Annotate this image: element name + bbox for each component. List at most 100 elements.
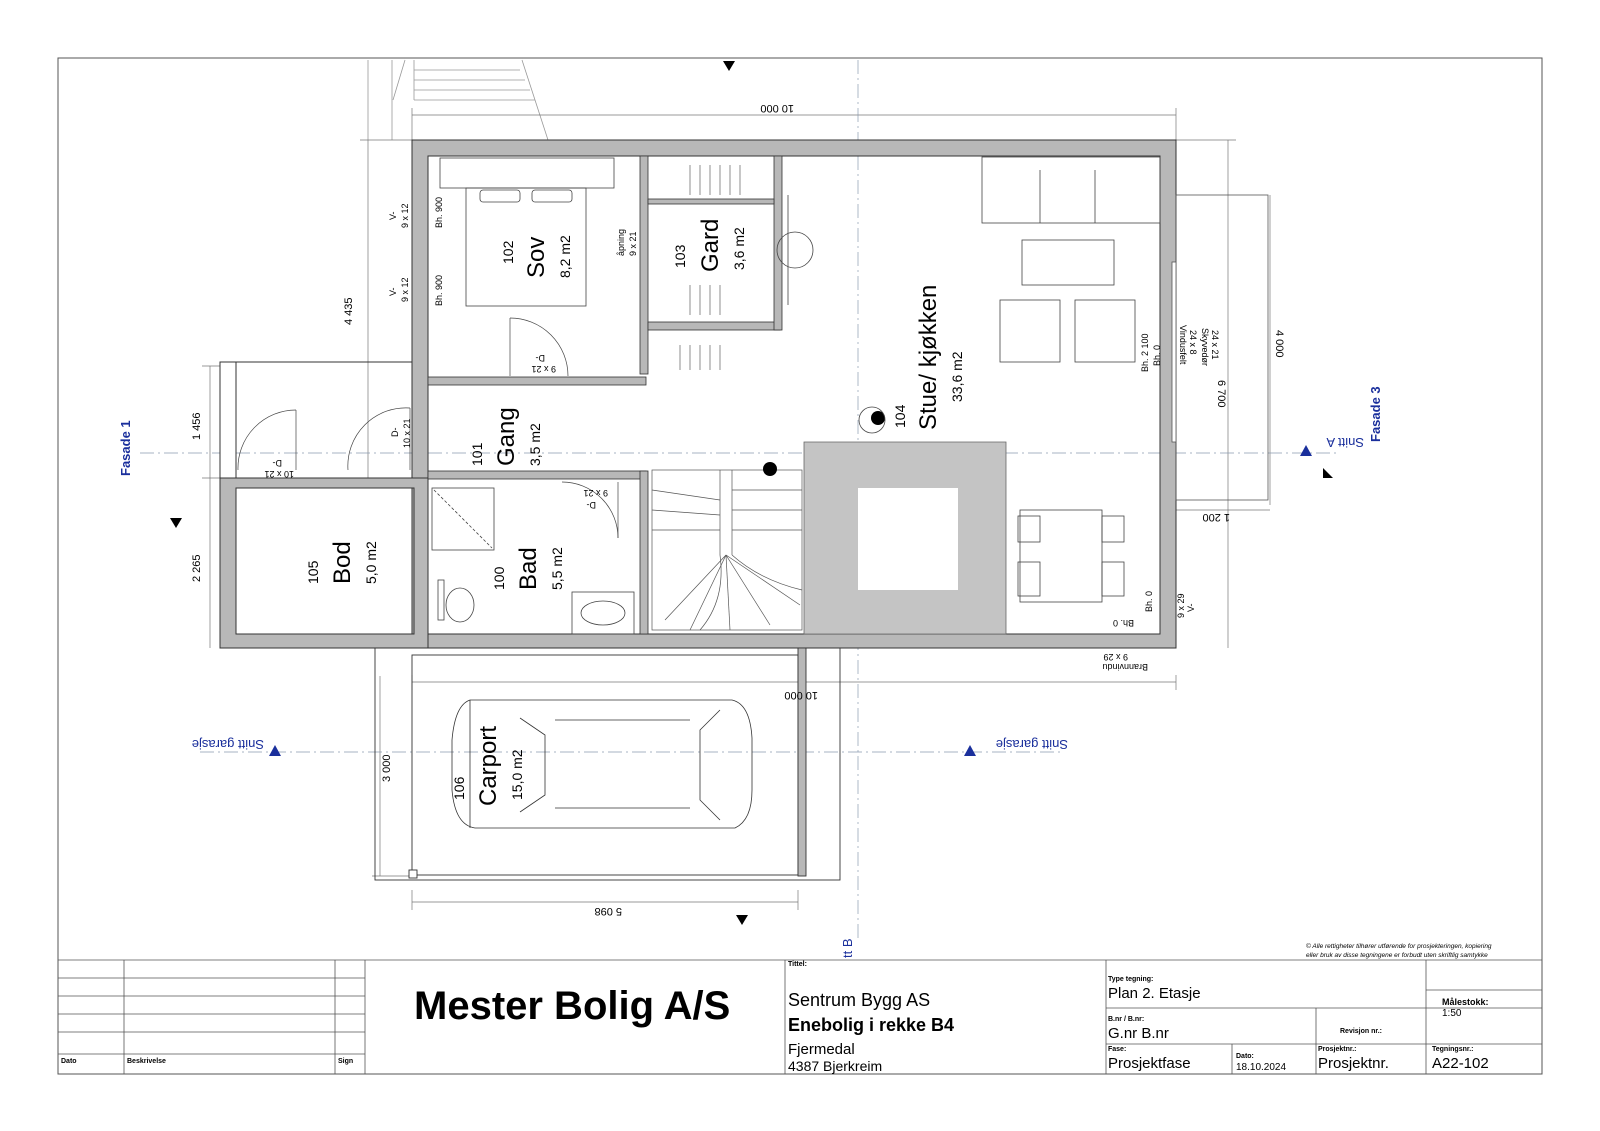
address: 4387 Bjerkreim [788, 1058, 883, 1074]
dim-balcony-depth: 1 200 [1202, 511, 1230, 523]
dim-left-lower: 2 265 [191, 554, 203, 582]
fase-value: Prosjektfase [1108, 1055, 1191, 1072]
section-labels: Fasade 1 Fasade 3 Snitt A tt B Snitt gar… [118, 386, 1383, 958]
bh-2100: Bh. 2 100 [1140, 333, 1150, 372]
tegningsnr-value: A22-102 [1432, 1055, 1489, 1072]
door-gang-label: D- [390, 428, 400, 438]
door-sov-label: D- [536, 353, 546, 363]
door-bod-size: 10 x 21 [264, 469, 294, 479]
stair-void [803, 441, 1007, 635]
tegningsnr-label: Tegningsnr.: [1432, 1046, 1474, 1053]
rev-header-description: Beskrivelse [127, 1058, 166, 1065]
room-105-area: 5,0 m2 [363, 541, 379, 584]
room-102-name: Sov [523, 237, 550, 278]
balcony [1171, 194, 1269, 501]
door-sov-size: 9 x 21 [531, 364, 556, 374]
snitt-b-label: tt B [840, 938, 855, 958]
window-2-label: V- [388, 287, 398, 296]
type-value: Plan 2. Etasje [1108, 985, 1201, 1002]
gnr-value: G.nr B.nr [1108, 1025, 1169, 1042]
dim-right-balcony: 4 000 [1273, 330, 1285, 358]
room-104-name: Stue/ kjøkken [915, 285, 942, 430]
door-swings [237, 317, 619, 539]
rev-header-sign: Sign [338, 1058, 354, 1065]
door-bad-size: 9 x 21 [583, 488, 608, 498]
bh-0c: Bh. 0 [1113, 618, 1134, 628]
bathroom-fixtures [431, 487, 635, 635]
dim-left-upper: 4 435 [343, 297, 355, 325]
bh-0b: Bh. 0 [1144, 591, 1154, 612]
window-2-bh: Bh. 900 [434, 275, 444, 306]
room-100-number: 100 [491, 566, 507, 590]
room-100-name: Bad [515, 547, 542, 590]
room-106-area: 15,0 m2 [509, 749, 525, 800]
snitt-garasje-arrow-icon [269, 745, 281, 756]
v-right-label: V- [1186, 603, 1196, 612]
bed [439, 157, 615, 307]
room-102-number: 102 [500, 240, 516, 264]
window-1-size: 9 x 12 [400, 203, 410, 228]
stairs [651, 469, 803, 631]
interior-walls [427, 155, 783, 635]
snitt-a-arrow-icon [1300, 445, 1312, 456]
room-102-area: 8,2 m2 [557, 235, 573, 278]
room-105-name: Bod [329, 541, 356, 584]
dimension-labels: 10 000 10 000 5 098 3 000 4 435 1 456 2 … [191, 102, 1285, 917]
client-name: Sentrum Bygg AS [788, 990, 931, 1010]
fase-label: Fase: [1108, 1046, 1127, 1053]
gnr-label: B.nr / B.nr: [1108, 1016, 1145, 1023]
room-104-number: 104 [892, 404, 908, 428]
opening-annotations: V- 9 x 12 Bh. 900 V- 9 x 12 Bh. 900 åpni… [264, 197, 1220, 672]
room-101-area: 3,5 m2 [527, 423, 543, 466]
column-symbol [858, 406, 886, 434]
prosjektnr-value: Prosjektnr. [1318, 1055, 1389, 1072]
point-marker [763, 462, 777, 476]
copyright-note: © Alle rettigheter tilhører utførende fo… [1306, 942, 1492, 959]
malestokk-value: 1:50 [1442, 1008, 1462, 1019]
fasade-3-label: Fasade 3 [1368, 386, 1383, 442]
dim-left-mid: 1 456 [191, 412, 203, 440]
dim-right-total: 6 700 [1215, 380, 1227, 408]
dim-bottom: 10 000 [784, 689, 818, 701]
place: Fjermedal [788, 1041, 855, 1058]
skyvedor-size: 24 x 21 [1210, 330, 1220, 360]
outdoor-stairs [367, 59, 549, 141]
copyright-line-1: © Alle rettigheter tilhører utførende fo… [1306, 942, 1492, 950]
window-1-bh: Bh. 900 [434, 197, 444, 228]
vindusfelt-size: 24 x 8 [1188, 330, 1198, 355]
dim-carport-width: 5 098 [594, 905, 622, 917]
rev-header-date: Dato [61, 1058, 77, 1065]
bh-0a: Bh. 0 [1152, 345, 1162, 366]
room-101-number: 101 [469, 442, 485, 466]
dato-label: Dato: [1236, 1053, 1254, 1060]
room-100-area: 5,5 m2 [549, 547, 565, 590]
fasade-1-label: Fasade 1 [118, 420, 133, 476]
tittel-label: Tittel: [788, 961, 807, 968]
copyright-line-2: eller bruk av disse tegningene er forbud… [1306, 952, 1488, 959]
door-bad-label: D- [587, 500, 597, 510]
snitt-a-label: Snitt A [1326, 435, 1364, 450]
room-104-area: 33,6 m2 [949, 351, 965, 402]
room-103-number: 103 [672, 244, 688, 268]
malestokk-label: Målestokk: [1442, 997, 1489, 1007]
dimension-lines [202, 108, 1271, 910]
room-labels: 102 Sov 8,2 m2 103 Gard 3,6 m2 104 Stue/… [305, 219, 965, 806]
north-marker-icon [723, 61, 735, 71]
title-block-grid [58, 959, 1542, 1074]
living-furniture [776, 156, 1161, 603]
east-marker-icon [1323, 468, 1333, 478]
wardrobe [679, 165, 741, 370]
room-103-name: Gard [697, 219, 724, 272]
dato-value: 18.10.2024 [1236, 1062, 1287, 1073]
revisjon-label: Revisjon nr.: [1340, 1028, 1383, 1035]
snitt-garasje-arrow-icon [964, 745, 976, 756]
door-gang-size: 10 x 21 [402, 418, 412, 448]
project-name: Enebolig i rekke B4 [788, 1015, 955, 1035]
room-106-name: Carport [475, 726, 502, 806]
opening-label: åpning [616, 229, 626, 256]
room-101-name: Gang [493, 407, 520, 466]
room-106-number: 106 [451, 776, 467, 800]
window-2-size: 9 x 12 [400, 277, 410, 302]
door-bod-label: D- [273, 458, 283, 468]
